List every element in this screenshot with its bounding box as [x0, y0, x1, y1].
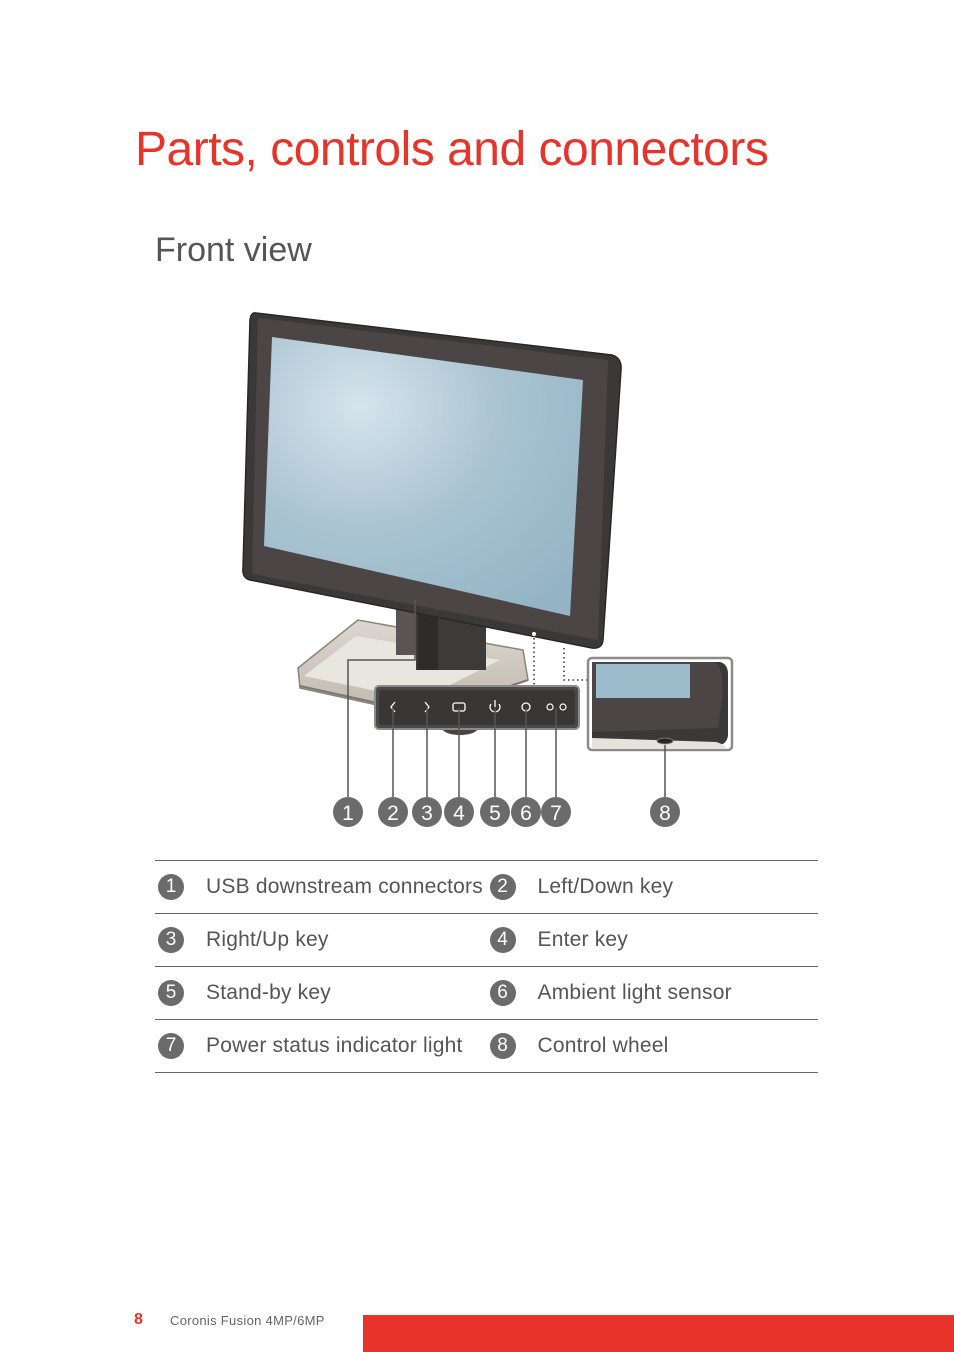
footer-product-name: Coronis Fusion 4MP/6MP [170, 1313, 325, 1328]
legend-label: Right/Up key [206, 928, 329, 951]
dotted-leaders [533, 638, 588, 688]
legend-number-badge: 8 [489, 1033, 516, 1059]
svg-text:7: 7 [550, 802, 562, 825]
callout-2: 2 [378, 797, 408, 827]
legend-label: Stand-by key [206, 981, 331, 1004]
page-title: Parts, controls and connectors [135, 123, 769, 176]
callout-5: 5 [480, 797, 510, 827]
callout-8: 8 [650, 797, 680, 827]
callout-4: 4 [444, 797, 474, 827]
legend-label: Control wheel [537, 1034, 669, 1057]
legend-row: 1 USB downstream connectors 2 Left/Down … [155, 861, 818, 914]
monitor-body [242, 312, 622, 649]
svg-text:3: 3 [421, 802, 433, 825]
callout-lines [347, 600, 666, 797]
svg-text:1: 1 [342, 802, 354, 825]
legend-row: 7 Power status indicator light 8 Control… [155, 1020, 818, 1073]
legend-number-badge: 6 [489, 980, 516, 1006]
monitor-front-view-illustration: 1 2 3 4 5 6 7 8 [242, 312, 734, 827]
callout-badges: 1 2 3 4 5 6 7 8 [333, 797, 680, 827]
legend-item: 7 Power status indicator light [155, 1033, 487, 1059]
legend-row: 5 Stand-by key 6 Ambient light sensor [155, 967, 818, 1020]
legend-item: 3 Right/Up key [155, 927, 487, 953]
legend-number-badge: 4 [489, 927, 516, 953]
footer-accent-bar [363, 1315, 954, 1352]
legend-item: 4 Enter key [487, 927, 819, 953]
legend-label: Ambient light sensor [537, 981, 732, 1004]
page-number: 8 [134, 1311, 143, 1328]
legend-item: 8 Control wheel [487, 1033, 819, 1059]
svg-text:6: 6 [520, 802, 532, 825]
legend-label: Power status indicator light [206, 1034, 463, 1057]
legend-number-badge: 5 [158, 980, 184, 1006]
legend-number-badge: 3 [158, 927, 184, 953]
power-led-icon-2 [559, 703, 567, 711]
legend-number-badge: 1 [158, 874, 184, 900]
legend-label: USB downstream connectors [206, 875, 483, 898]
legend-item: 5 Stand-by key [155, 980, 487, 1006]
key-panel-detail [374, 685, 580, 730]
callout-7: 7 [541, 797, 571, 827]
section-title: Front view [155, 231, 312, 269]
legend-item: 2 Left/Down key [487, 874, 819, 900]
legend-item: 1 USB downstream connectors [155, 874, 487, 900]
legend-label: Left/Down key [537, 875, 674, 898]
svg-text:5: 5 [489, 802, 501, 825]
power-led-icon [546, 703, 554, 711]
svg-text:4: 4 [453, 802, 465, 825]
svg-text:2: 2 [387, 802, 399, 825]
callout-6: 6 [511, 797, 541, 827]
callout-1: 1 [333, 797, 363, 827]
parts-legend-table: 1 USB downstream connectors 2 Left/Down … [155, 860, 818, 1073]
callout-3: 3 [412, 797, 442, 827]
svg-text:8: 8 [659, 802, 671, 825]
control-wheel-detail [586, 656, 734, 752]
legend-label: Enter key [537, 928, 629, 951]
monitor-screen [264, 337, 583, 616]
legend-row: 3 Right/Up key 4 Enter key [155, 914, 818, 967]
control-wheel-icon [656, 737, 674, 745]
legend-number-badge: 7 [158, 1033, 184, 1059]
legend-item: 6 Ambient light sensor [487, 980, 819, 1006]
legend-number-badge: 2 [489, 874, 516, 900]
